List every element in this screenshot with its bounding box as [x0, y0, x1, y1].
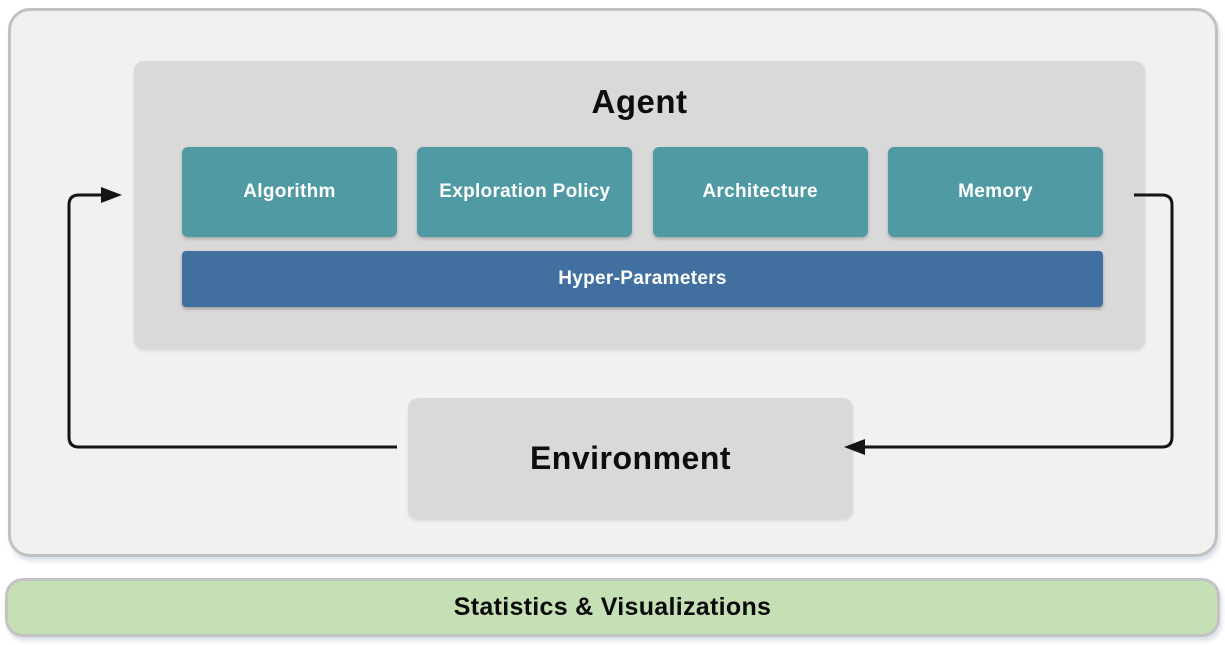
component-box-architecture: Architecture: [652, 147, 868, 237]
component-box-algorithm: Algorithm: [182, 147, 397, 237]
component-box-exploration-policy: Exploration Policy: [417, 147, 633, 237]
statistics-visualizations-bar: Statistics & Visualizations: [5, 578, 1220, 637]
statistics-visualizations-label: Statistics & Visualizations: [453, 593, 772, 621]
environment-box: Environment: [408, 398, 853, 519]
agent-environment-loop-panel: Agent Algorithm Exploration Policy Archi…: [8, 8, 1218, 557]
environment-title: Environment: [529, 440, 732, 476]
agent-component-row: Algorithm Exploration Policy Architectur…: [182, 147, 1103, 237]
hyper-parameters-bar: Hyper-Parameters: [182, 251, 1103, 307]
component-box-memory: Memory: [887, 147, 1103, 237]
agent-title: Agent: [591, 83, 688, 120]
agent-box: Agent Algorithm Exploration Policy Archi…: [134, 61, 1145, 349]
